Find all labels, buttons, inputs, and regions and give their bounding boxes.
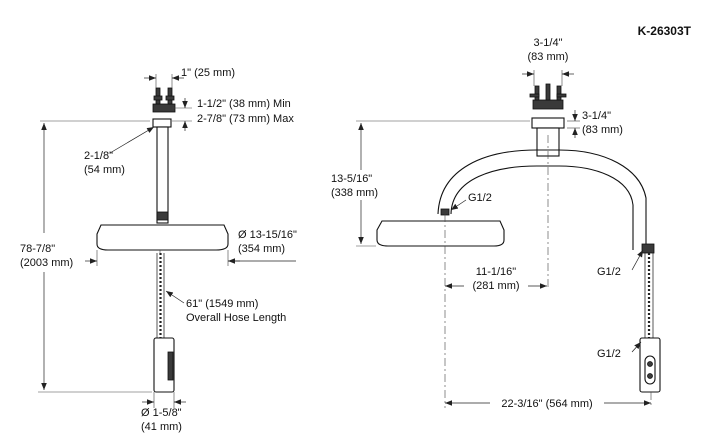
dim-thickness-max: 2-7/8" (73 mm) Max: [197, 113, 294, 125]
dim-top-width-mm: (83 mm): [528, 51, 569, 63]
dim-flange-dia-mm: (54 mm): [84, 164, 125, 176]
thread-label-arm: G1/2: [597, 266, 621, 278]
left-valve-body: [152, 87, 176, 113]
dim-head-offset: 11-1/16": [476, 266, 516, 278]
right-view: 3-1/4" (83 mm) 3-1/4" (83 mm) 13-5/16" (…: [331, 37, 661, 410]
right-hose: [644, 253, 654, 338]
right-handshower: [639, 337, 661, 393]
dim-handshower-dia-mm: (41 mm): [141, 421, 182, 433]
right-ceiling-flange: [531, 117, 565, 129]
dim-side-depth: 3-1/4": [582, 110, 611, 122]
thread-label-head: G1/2: [468, 192, 492, 204]
dim-side-depth-mm: (83 mm): [582, 124, 623, 136]
left-handshower: [153, 337, 175, 393]
model-number: K-26303T: [638, 24, 692, 38]
dim-thickness-min: 1-1/2" (38 mm) Min: [197, 98, 291, 110]
right-shower-head: [376, 220, 505, 247]
left-shower-head: [96, 224, 229, 251]
left-hose: [156, 253, 165, 338]
dim-hose-length: 61" (1549 mm): [186, 298, 258, 310]
dim-head-dia: Ø 13-15/16": [238, 229, 297, 241]
dim-overall-height-mm: (2003 mm): [20, 257, 73, 269]
left-drop-pipe: [156, 126, 169, 224]
dim-overall-width: 22-3/16" (564 mm): [501, 398, 592, 410]
dim-inlet-width: 1" (25 mm): [181, 67, 235, 79]
right-shower-arm: [437, 149, 647, 250]
dim-top-width: 3-1/4": [534, 37, 563, 49]
dim-head-offset-mm: (281 mm): [472, 280, 519, 292]
dim-flange-dia: 2-1/8": [84, 150, 113, 162]
dim-head-dia-mm: (354 mm): [238, 243, 285, 255]
dim-overall-height: 78-7/8": [20, 243, 55, 255]
dim-handshower-dia: Ø 1-5/8": [141, 407, 182, 419]
dim-arm-height-mm: (338 mm): [331, 187, 378, 199]
thread-label-handshower: G1/2: [597, 348, 621, 360]
dim-hose-length-label: Overall Hose Length: [186, 312, 286, 324]
dim-arm-height: 13-5/16": [331, 173, 372, 185]
right-valve-body: [529, 83, 567, 110]
left-view: 1" (25 mm) 1-1/2" (38 mm) Min 2-7/8" (73…: [20, 67, 297, 433]
left-ceiling-flange: [152, 118, 172, 128]
